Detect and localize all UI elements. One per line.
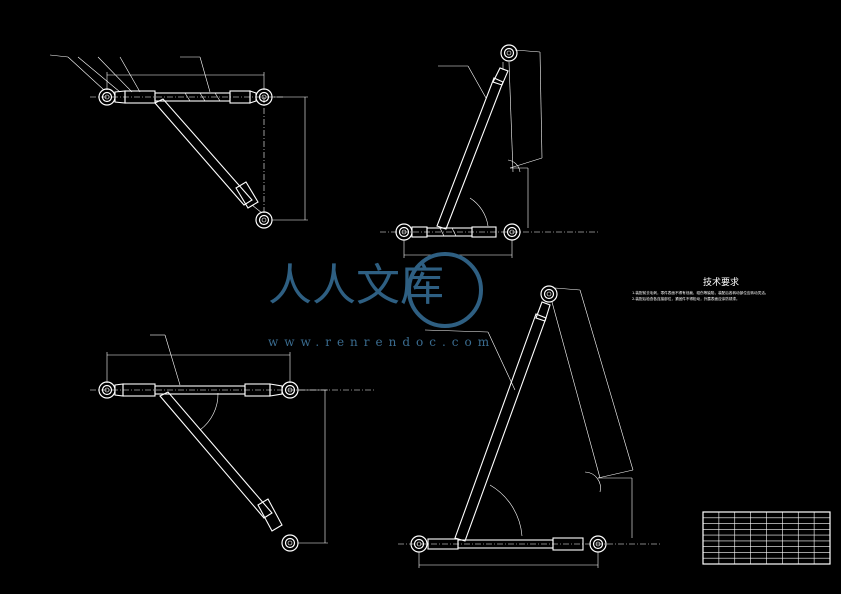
rod-end-eye-icon [281,534,299,552]
view-top-left [49,54,308,229]
rod-end-eye-icon [255,211,273,229]
view-bottom-right [398,285,660,568]
technical-requirements-title: 技术要求 [702,278,739,288]
rod-end-eye-icon [540,285,558,303]
title-block [702,511,831,565]
watermark-circle-icon [407,252,483,328]
view-top-right [380,44,600,258]
watermark-url-text: www.renrendoc.com [268,335,495,349]
technical-requirement-note-2: 2.装配后检查各连接部位，紧固件不得松动，外露表面应涂防锈漆。 [632,297,740,301]
rod-end-eye-icon [500,44,518,62]
watermark: 人人文库 www.renrendoc.com [268,252,495,349]
technical-requirement-note-1: 1.装配前去毛刺，零件表面不得有划痕、碰伤等缺陷，装配后各转动部位应转动灵活。 [632,291,769,295]
watermark-logo-text: 人人文库 [268,260,444,311]
view-bottom-left [90,334,375,552]
